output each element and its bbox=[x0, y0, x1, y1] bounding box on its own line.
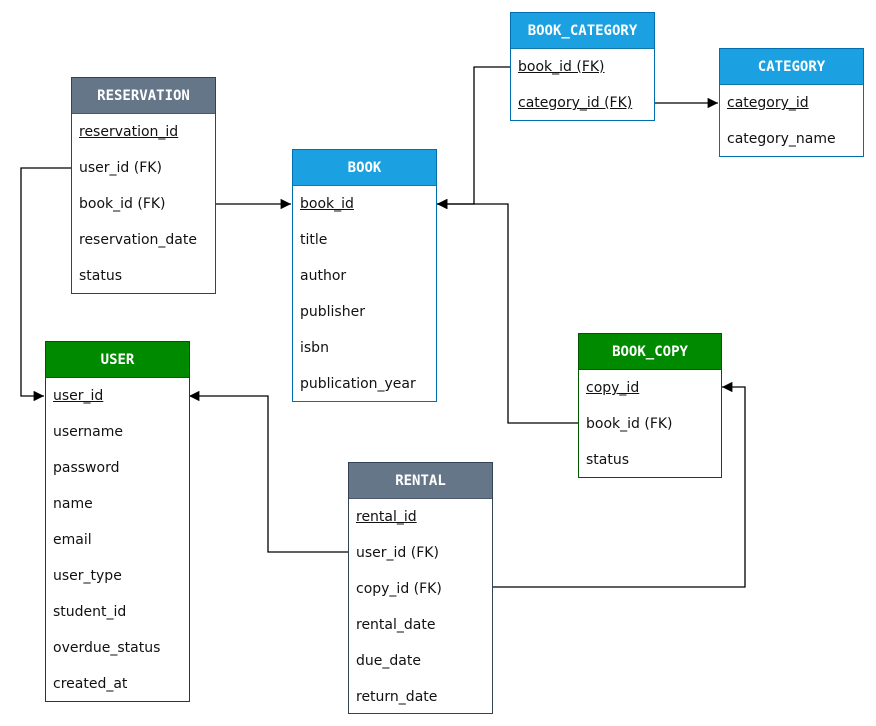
field-email: email bbox=[53, 532, 92, 548]
field-publication-year: publication_year bbox=[300, 376, 416, 392]
field-category-id: category_id (FK) bbox=[518, 95, 633, 111]
field-user-type: user_type bbox=[53, 568, 122, 584]
field-name: name bbox=[53, 496, 93, 512]
field-status: status bbox=[79, 268, 123, 284]
field-book-id: book_id (FK) bbox=[586, 416, 673, 432]
link-bookcategory-book bbox=[437, 66, 510, 210]
field-book-id: book_id (FK) bbox=[79, 196, 166, 212]
entity-title: RENTAL bbox=[349, 463, 492, 499]
entity-book-category: BOOK_CATEGORY book_id (FK) category_id (… bbox=[510, 12, 655, 121]
entity-book-copy: BOOK_COPY copy_id book_id (FK) status bbox=[578, 333, 722, 478]
field-category-id: category_id bbox=[727, 95, 809, 111]
field-user-id: user_id (FK) bbox=[356, 545, 439, 561]
field-book-id: book_id (FK) bbox=[518, 59, 605, 75]
entity-book: BOOK book_id title author publisher isbn… bbox=[292, 149, 437, 402]
entity-title: RESERVATION bbox=[72, 78, 215, 114]
field-username: username bbox=[53, 424, 123, 440]
entity-rental: RENTAL rental_id user_id (FK) copy_id (F… bbox=[348, 462, 493, 714]
field-overdue-status: overdue_status bbox=[53, 640, 161, 656]
field-created-at: created_at bbox=[53, 676, 128, 692]
entity-reservation: RESERVATION reservation_id user_id (FK) … bbox=[71, 77, 216, 294]
field-isbn: isbn bbox=[300, 340, 329, 356]
entity-title: BOOK_COPY bbox=[579, 334, 721, 370]
entity-title: BOOK bbox=[293, 150, 436, 186]
field-rental-date: rental_date bbox=[356, 617, 436, 633]
link-rental-user bbox=[189, 390, 348, 553]
field-copy-id: copy_id (FK) bbox=[356, 581, 442, 597]
entity-title: USER bbox=[46, 342, 189, 378]
field-reservation-date: reservation_date bbox=[79, 232, 197, 248]
entity-title: BOOK_CATEGORY bbox=[511, 13, 654, 49]
field-due-date: due_date bbox=[356, 653, 421, 669]
link-reservation-user bbox=[20, 167, 71, 402]
link-bookcopy-book bbox=[437, 198, 578, 424]
field-status: status bbox=[586, 452, 630, 468]
field-user-id: user_id bbox=[53, 388, 104, 404]
field-category-name: category_name bbox=[727, 131, 836, 147]
field-publisher: publisher bbox=[300, 304, 365, 320]
entity-category: CATEGORY category_id category_name bbox=[719, 48, 864, 157]
entity-title: CATEGORY bbox=[720, 49, 863, 85]
field-reservation-id: reservation_id bbox=[79, 124, 179, 140]
field-password: password bbox=[53, 460, 120, 476]
field-author: author bbox=[300, 268, 347, 284]
field-rental-id: rental_id bbox=[356, 509, 417, 525]
field-book-id: book_id bbox=[300, 196, 354, 212]
field-user-id: user_id (FK) bbox=[79, 160, 162, 176]
field-student-id: student_id bbox=[53, 604, 127, 620]
field-title: title bbox=[300, 232, 328, 248]
link-rental-bookcopy bbox=[492, 381, 746, 588]
field-copy-id: copy_id bbox=[586, 380, 640, 396]
field-return-date: return_date bbox=[356, 689, 438, 705]
entity-user: USER user_id username password name emai… bbox=[45, 341, 190, 702]
